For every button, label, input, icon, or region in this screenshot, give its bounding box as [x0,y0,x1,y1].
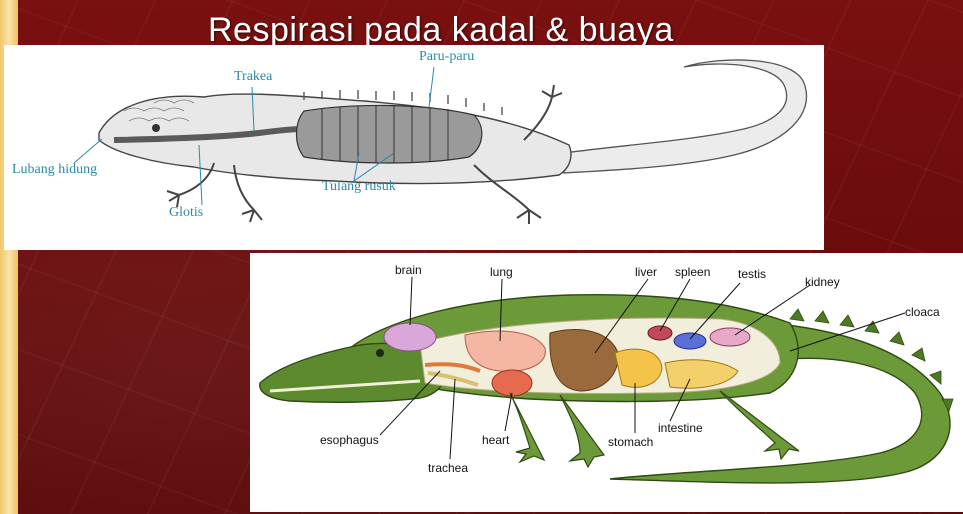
croc-front-leg-2 [560,395,604,467]
label-glotis: Glotis [169,205,203,221]
label-spleen: spleen [675,265,710,279]
label-testis: testis [738,267,766,281]
croc-front-leg [510,393,544,462]
label-tulang-rusuk: Tulang rusuk [322,179,396,195]
label-lung: lung [490,265,513,279]
crocodile-diagram-panel: brain lung liver spleen testis kidney cl… [250,253,963,512]
croc-brain [384,323,436,351]
croc-spleen [648,326,672,340]
croc-testis [674,333,706,349]
croc-head [260,344,445,403]
lizard-lungs [297,105,482,163]
croc-kidney [710,328,750,346]
lizard-illustration [4,45,824,250]
lizard-tail [564,60,807,173]
label-kidney: kidney [805,275,840,289]
label-stomach: stomach [608,435,653,449]
crocodile-illustration [250,253,963,512]
label-intestine: intestine [658,421,703,435]
label-liver: liver [635,265,657,279]
label-cloaca: cloaca [905,305,940,319]
label-brain: brain [395,263,422,277]
label-trakea: Trakea [234,69,272,85]
croc-stomach [615,349,662,387]
label-heart: heart [482,433,509,447]
croc-heart [492,370,532,396]
label-trachea: trachea [428,461,468,475]
label-esophagus: esophagus [320,433,379,447]
label-paru-paru: Paru-paru [419,49,474,65]
croc-hind-leg [720,391,799,459]
label-lubang-hidung: Lubang hidung [12,162,97,178]
lizard-eye [152,124,160,132]
croc-eye [376,349,384,357]
lizard-diagram-panel: Paru-paru Trakea Lubang hidung Glotis Tu… [4,45,824,250]
